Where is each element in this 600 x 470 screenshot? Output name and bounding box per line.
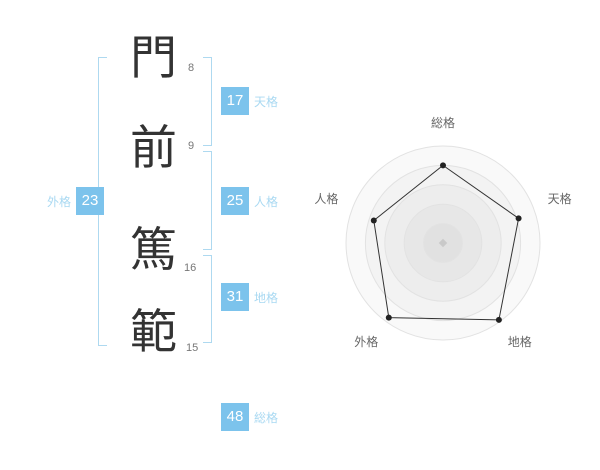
tenkaku-group: 17 天格: [221, 87, 283, 115]
radar-axis-label: 地格: [508, 334, 532, 349]
radar-axis-label: 外格: [354, 334, 378, 349]
radar-data-point: [515, 215, 522, 222]
tenkaku-label: 天格: [254, 94, 279, 109]
soukaku-group: 48 総格: [221, 403, 283, 431]
jinkaku-group: 25 人格: [221, 187, 283, 215]
name-char-4: 範: [130, 305, 177, 358]
radar-chart-container: 総格天格地格 外格 人格: [312, 100, 588, 395]
chikaku-group: 31 地格: [221, 283, 283, 311]
radar-data-point: [440, 162, 446, 169]
radar-data-polygon: [373, 164, 520, 321]
jinkaku-label: 人格: [254, 194, 279, 209]
chikaku-bracket: [203, 255, 212, 343]
tenkaku-bracket: [203, 57, 212, 146]
stroke-count-4: 15: [186, 342, 199, 354]
name-char-1: 門: [130, 31, 177, 84]
chikaku-value-badge: 31: [221, 283, 249, 311]
gaikaku-group: 外格 23: [42, 187, 105, 215]
name-char-2: 前: [130, 121, 177, 174]
gaikaku-value-badge: 23: [76, 187, 105, 215]
name-char-3: 篤: [130, 223, 177, 276]
stroke-count-3: 16: [184, 262, 197, 274]
soukaku-value-badge: 48: [221, 403, 249, 431]
radar-data-point: [370, 217, 377, 224]
stroke-count-1: 8: [188, 62, 195, 74]
stroke-count-2: 9: [188, 140, 195, 152]
soukaku-label: 総格: [254, 410, 279, 425]
radar-axis-label: 人格: [314, 191, 338, 206]
radar-center-marker: [438, 238, 448, 248]
tenkaku-value-badge: 17: [221, 87, 249, 115]
jinkaku-bracket: [203, 151, 212, 250]
chikaku-label: 地格: [254, 290, 279, 305]
radar-axis-label: 総格: [431, 115, 455, 130]
gaikaku-label: 外格: [47, 194, 72, 209]
radar-axis-label: 天格: [548, 191, 572, 206]
jinkaku-value-badge: 25: [221, 187, 249, 215]
radar-data-point: [385, 314, 392, 321]
radar-data-point: [495, 316, 502, 323]
